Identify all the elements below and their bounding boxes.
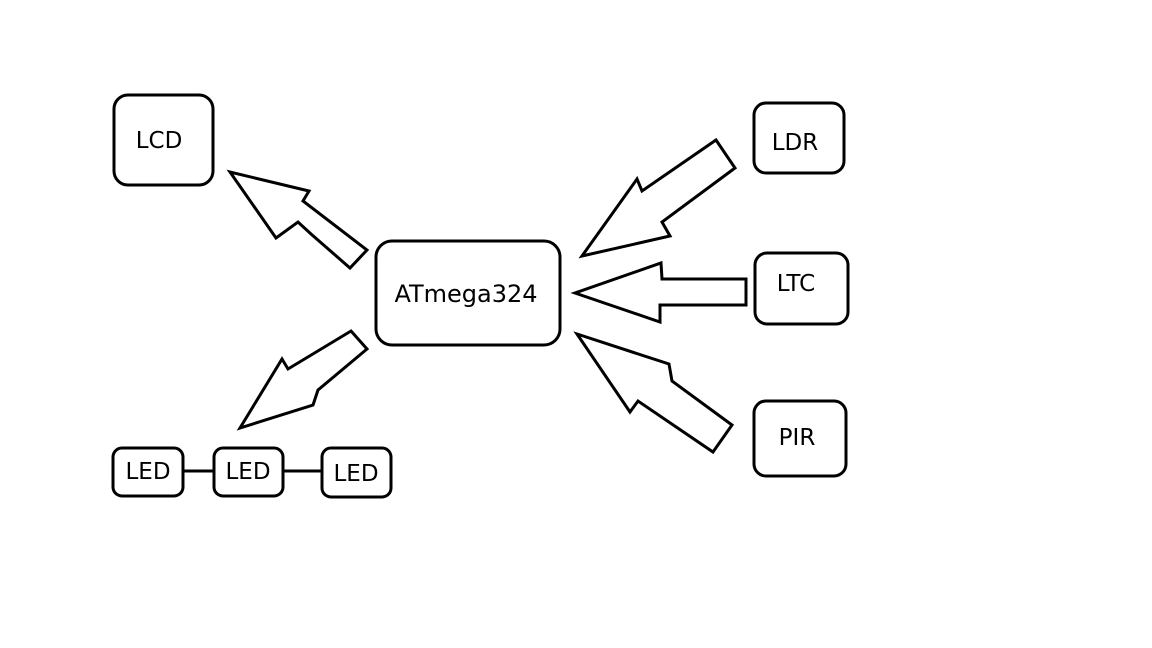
node-ltc-label: LTC — [777, 271, 815, 297]
node-led-2-box — [212, 446, 285, 498]
arrow-ldr-to-mcu — [578, 137, 738, 259]
arrow-mcu-to-led — [236, 329, 370, 431]
node-mcu: ATmega324 — [374, 239, 562, 347]
node-led-1: LED — [111, 446, 185, 498]
node-led-1-label: LED — [125, 459, 170, 485]
node-led-2: LED — [212, 446, 285, 498]
node-led-3-box — [320, 446, 393, 499]
node-led-3: LED — [320, 446, 393, 499]
node-led-1-box — [111, 446, 185, 498]
node-led-2-label: LED — [225, 459, 270, 485]
node-lcd: LCD — [112, 93, 215, 187]
node-pir: PIR — [752, 399, 848, 478]
node-mcu-box — [374, 239, 562, 347]
arrow-pir-to-mcu — [573, 331, 735, 455]
node-pir-box — [752, 399, 848, 478]
node-ldr-box — [752, 101, 846, 175]
node-ltc: LTC — [753, 251, 850, 326]
node-mcu-label: ATmega324 — [394, 280, 537, 308]
node-lcd-box — [112, 93, 215, 187]
node-ldr-label: LDR — [772, 130, 819, 156]
node-ltc-box — [753, 251, 850, 326]
node-lcd-label: LCD — [136, 128, 183, 154]
node-ldr: LDR — [752, 101, 846, 175]
node-led-3-label: LED — [333, 461, 378, 487]
arrow-mcu-to-lcd — [226, 169, 370, 271]
node-pir-label: PIR — [779, 425, 816, 451]
arrow-ltc-to-mcu — [570, 260, 748, 325]
